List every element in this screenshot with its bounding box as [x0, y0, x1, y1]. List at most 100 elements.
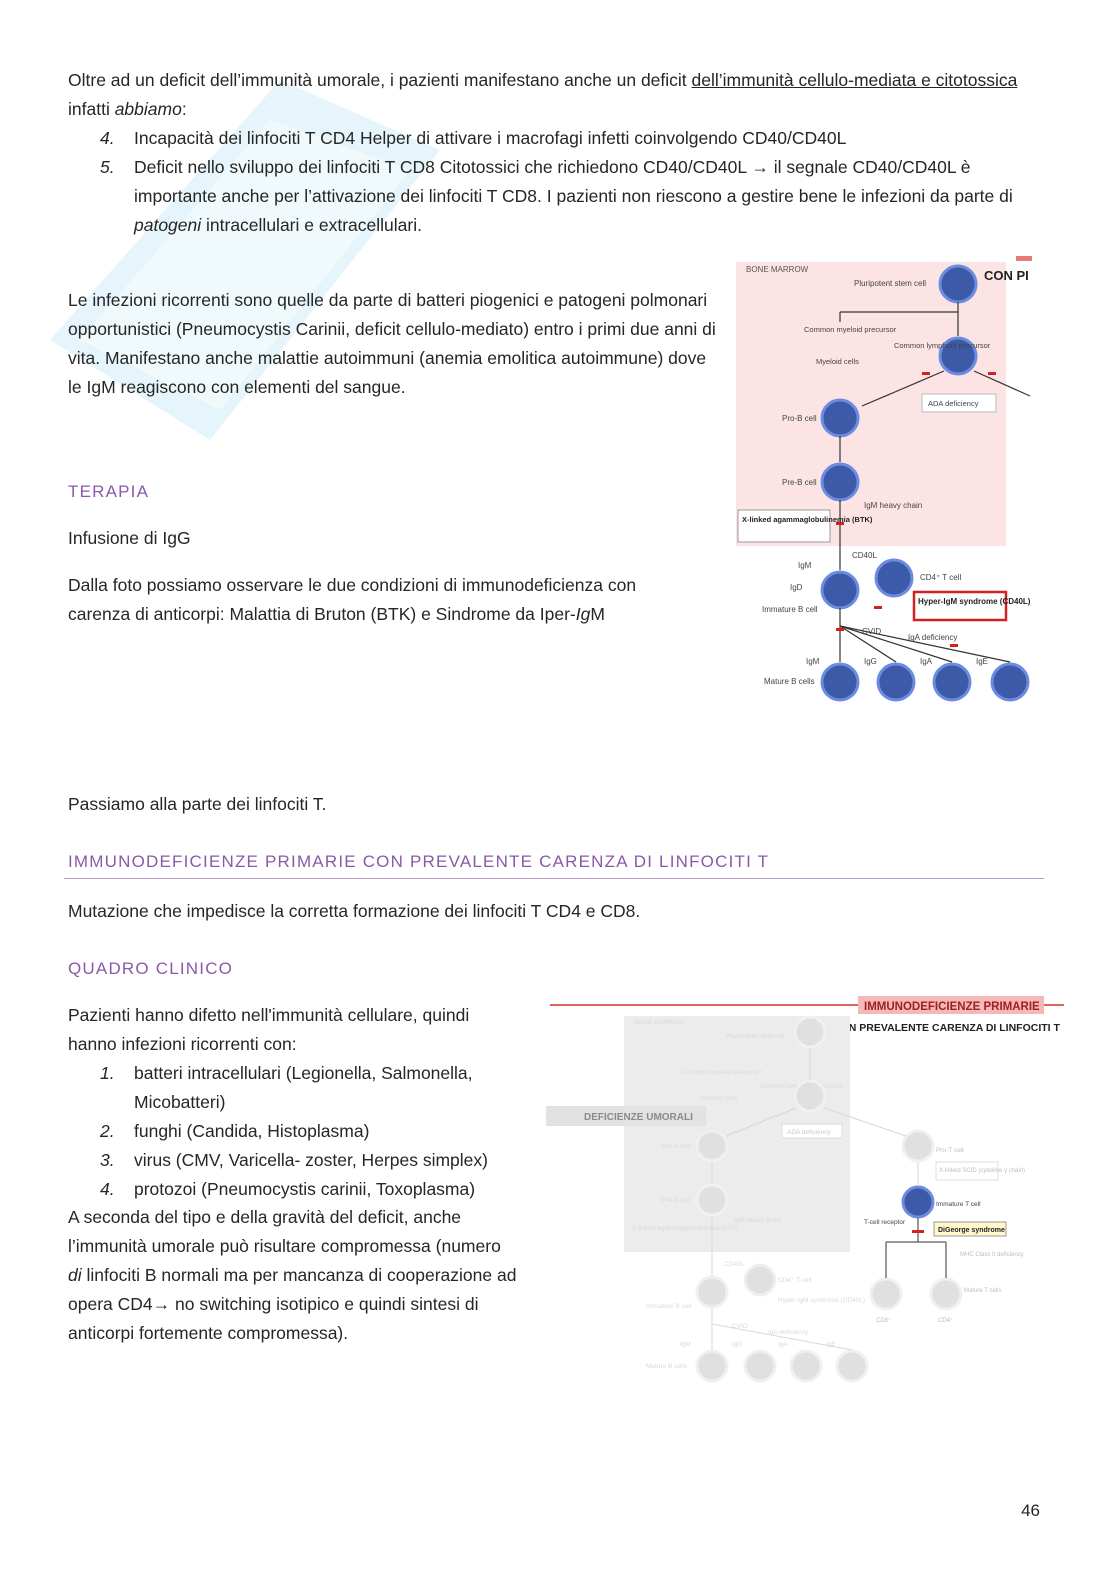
stem-cell-label: Pluripotent stem cell: [854, 279, 926, 288]
photo-text: Dalla foto possiamo osservare le due con…: [68, 575, 637, 624]
deficit-list: 4. Incapacità dei linfociti T CD4 Helper…: [68, 124, 1028, 240]
myeloid-precursor-label: Common myeloid precursor: [804, 325, 897, 334]
isotype-ige-label: IgE: [976, 657, 988, 666]
t-cell-deficiency-figure: IMMUNODEFICIENZE PRIMARIE CON PREVALENTE…: [546, 996, 1064, 1383]
immature-b-cell: [820, 570, 860, 610]
cvid-faded-label: CVID: [732, 1323, 748, 1330]
faded-cd4-mature-cell: [929, 1277, 963, 1311]
list-item: 5. Deficit nello sviluppo dei linfociti …: [68, 153, 1028, 240]
tcr-label: T-cell receptor: [864, 1219, 906, 1226]
page-number: 46: [1021, 1501, 1040, 1520]
infections-paragraph: Le infezioni ricorrenti sono quelle da p…: [68, 290, 716, 397]
figure-top-bar: [1016, 256, 1032, 261]
igd-receptor-label: IgD: [790, 583, 803, 592]
cvid-label: CVID: [862, 627, 881, 636]
faded-cd4-cell: [743, 1263, 777, 1297]
list-text: virus (CMV, Varicella- zoster, Herpes si…: [134, 1150, 488, 1170]
heading-terapia: TERAPIA: [68, 482, 150, 501]
ada-label: ADA deficiency: [928, 399, 979, 408]
iso-ige-faded-label: IgE: [826, 1341, 836, 1348]
isotype-igg-label: IgG: [864, 657, 877, 666]
ada-faded-box: [781, 1123, 843, 1139]
xla-faded-label: X-linked agammaglobulinemia (BTK): [632, 1225, 738, 1232]
list-text: Deficit nello sviluppo dei linfociti T C…: [134, 157, 1013, 206]
mature-b-iga: [932, 662, 972, 702]
faded-immature-b-cell: [695, 1275, 729, 1309]
deficienze-label: DEFICIENZE UMORALI: [584, 1112, 693, 1123]
list-number: 3.: [100, 1150, 115, 1170]
severity-text: A seconda del tipo e della gravità del d…: [68, 1207, 501, 1256]
hyper-igm-label: Hyper-IgM syndrome (CD40L): [918, 597, 1031, 606]
ada-faded-label: ADA deficiency: [787, 1129, 831, 1136]
stem-faded-label: Pluripotent stem cell: [726, 1033, 785, 1040]
figure-subtitle: CON PREVALENTE CARENZA DI LINFOCITI T: [833, 1022, 1061, 1034]
xscid-label: X-linked SCID (cytokine γ chain): [939, 1168, 1025, 1174]
list-text-end: intracellulari e extracellulari.: [201, 215, 422, 235]
photo-italic: Ig: [575, 604, 591, 624]
cd40l-label: CD40L: [852, 551, 877, 560]
list-text: batteri intracellulari (Legionella, Salm…: [134, 1063, 473, 1112]
stem-cell: [938, 264, 978, 304]
lymphoid-precursor-cell: [938, 336, 978, 376]
immature-t-label: Immature T cell: [936, 1201, 981, 1208]
igm-heavy-label: IgM heavy chain: [864, 501, 922, 510]
heading-primary-deficiencies: IMMUNODEFICIENZE PRIMARIE CON PREVALENTE…: [68, 852, 770, 871]
photo-paragraph: Dalla foto possiamo osservare le due con…: [68, 571, 688, 629]
iso-igg-faded-label: IgG: [732, 1341, 742, 1348]
intro-italic: abbiamo: [114, 99, 182, 119]
tcells-paragraph: Passiamo alla parte dei linfociti T.: [68, 794, 327, 814]
hyper-faded-label: Hyper-IgM syndrome (CD40L): [778, 1297, 865, 1304]
list-item: 3. virus (CMV, Varicella- zoster, Herpes …: [68, 1146, 518, 1175]
list-item: 4. protozoi (Pneumocystis carinii, Toxopl…: [68, 1175, 518, 1204]
iso-iga-faded-label: IgA: [778, 1341, 788, 1348]
pre-b-cell: [820, 462, 860, 502]
faded-pre-b-cell: [695, 1183, 729, 1217]
list-item: 4. Incapacità dei linfociti T CD4 Helper…: [68, 124, 1028, 153]
severity-italic: di: [68, 1265, 82, 1285]
list-text: protozoi (Pneumocystis carinii, Toxoplas…: [134, 1179, 476, 1199]
isotype-igm-label: IgM: [806, 657, 820, 666]
myeloid-cells-faded-label: Myeloid cells: [700, 1095, 738, 1102]
faded-cd8-cell: [869, 1277, 903, 1311]
mutation-paragraph: Mutazione che impedisce la corretta form…: [68, 901, 641, 921]
cd4t-faded-label: CD4⁺ T cell: [778, 1277, 812, 1284]
iso-igm-faded-label: IgM: [680, 1341, 691, 1348]
deficienze-band: [546, 1106, 706, 1126]
b-cell-development-figure: BONE MARROW CON PI Pluripotent stem ce: [736, 256, 1032, 702]
mature-b-igm: [820, 662, 860, 702]
list-text: funghi (Candida, Histoplasma): [134, 1121, 370, 1141]
list-item: 1. batteri intracellulari (Legionella, Sa…: [68, 1059, 518, 1117]
iga-deficiency-label: IgA deficiency: [908, 633, 957, 642]
figure-header-label: CON PI: [984, 268, 1029, 283]
cd40l-faded-label: CD40L: [724, 1261, 745, 1268]
immature-t-cell: [901, 1185, 935, 1219]
digeorge-box: [933, 1221, 1007, 1237]
pro-b-label: Pro-B cell: [782, 414, 817, 423]
faded-pro-t-cell: [901, 1129, 935, 1163]
pre-b-label: Pre-B cell: [782, 478, 817, 487]
severity-paragraph: A seconda del tipo e della gravità del d…: [68, 1203, 518, 1348]
faded-mature-igg: [743, 1349, 777, 1383]
pro-b-cell: [820, 398, 860, 438]
list-number: 4.: [100, 128, 115, 148]
list-number: 1.: [100, 1063, 115, 1083]
faded-mature-iga: [789, 1349, 823, 1383]
cd8-label: CD8⁺: [876, 1317, 891, 1324]
myeloid-cells-label: Myeloid cells: [816, 357, 859, 366]
intro-text-mid: infatti: [68, 99, 115, 119]
banner-background: [858, 996, 1044, 1014]
myeloid-faded-label: Common myeloid precursor: [682, 1069, 763, 1076]
faded-pro-b-cell: [695, 1129, 729, 1163]
cd4-label: CD4⁺: [938, 1317, 953, 1324]
mature-b-faded-label: Mature B cells: [646, 1363, 688, 1370]
list-text: Incapacità dei linfociti T CD4 Helper di…: [134, 128, 847, 148]
immature-b-label: Immature B cell: [762, 605, 818, 614]
therapy-paragraph: Infusione di IgG: [68, 528, 191, 548]
pre-b-faded-label: Pre-B cell: [662, 1197, 691, 1204]
immature-b-faded-label: Immature B cell: [646, 1303, 692, 1310]
iga-faded-label: IgA deficiency: [768, 1329, 809, 1336]
bone-marrow-faded-label: BONE MARROW: [634, 1019, 685, 1026]
mature-b-ige: [990, 662, 1030, 702]
xla-label: X-linked agammaglobulinemia (BTK): [742, 515, 873, 524]
list-number: 4.: [100, 1179, 115, 1199]
